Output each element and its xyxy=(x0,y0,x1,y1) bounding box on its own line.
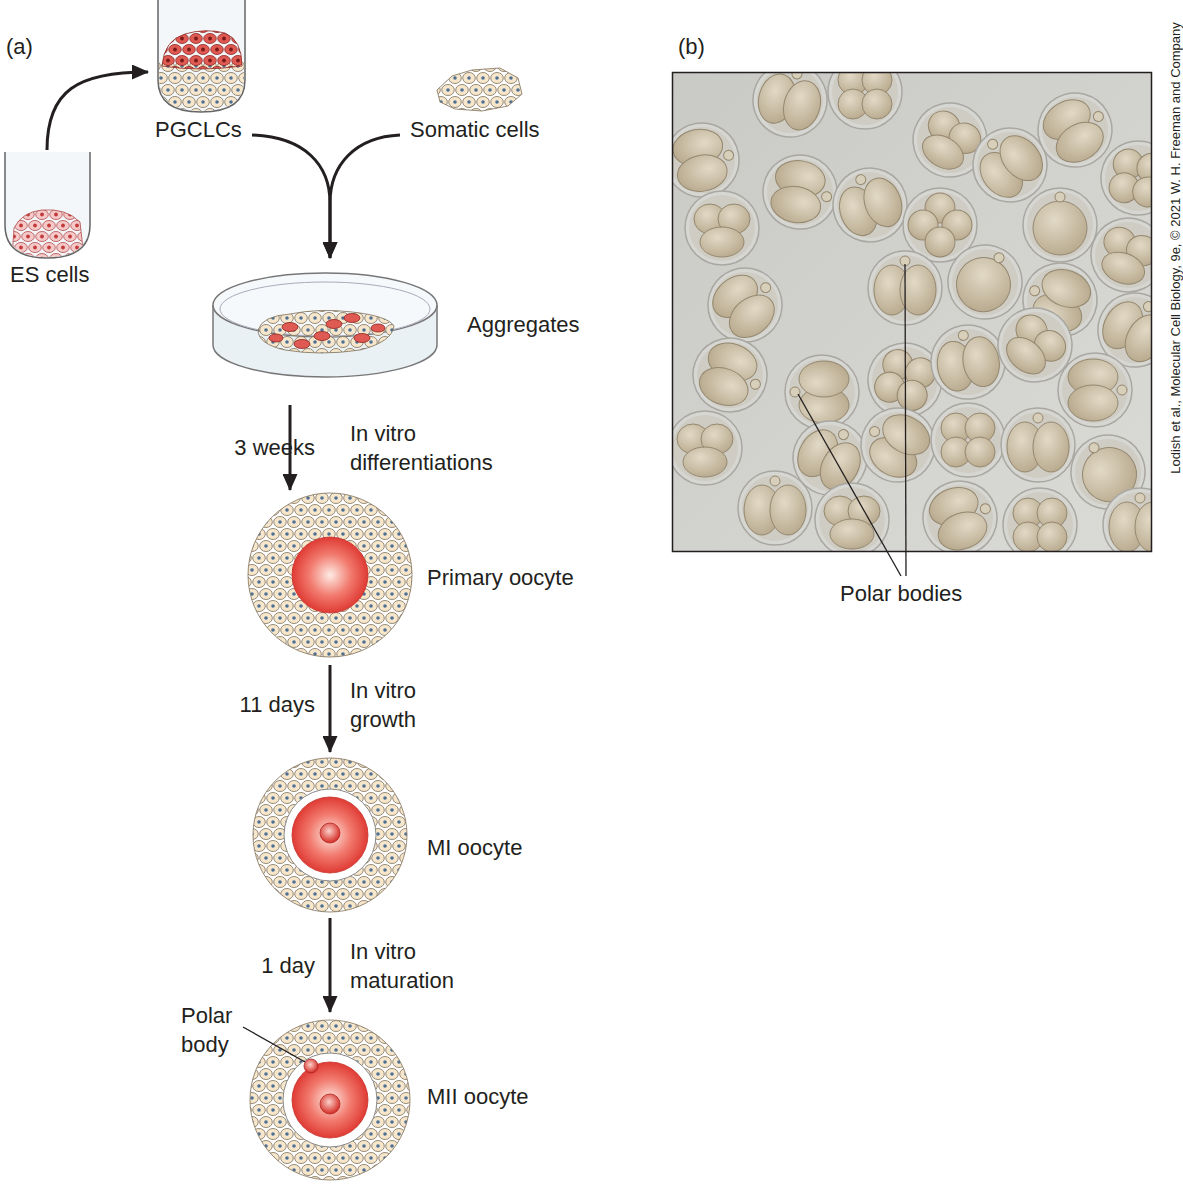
step-label: In vitro growth xyxy=(350,676,480,734)
test-tube xyxy=(158,0,245,112)
node-label: MI oocyte xyxy=(427,835,522,861)
aggregates-dish: Aggregates xyxy=(205,258,600,405)
flow-arrow xyxy=(329,918,332,1012)
node-label: Primary oocyte xyxy=(427,565,574,591)
mi-oocyte: MI oocyte xyxy=(245,752,545,918)
somatic-cells: Somatic cells xyxy=(400,62,565,147)
mii-oocyte-drawing xyxy=(243,1020,410,1180)
somatic-cell-cluster xyxy=(437,68,522,111)
panel-letter: (a) xyxy=(6,32,33,61)
node-label: Somatic cells xyxy=(410,117,540,143)
mi-oocyte-drawing xyxy=(253,758,407,912)
leader-line xyxy=(798,394,901,576)
test-tube xyxy=(5,152,90,258)
node-label: ES cells xyxy=(10,262,89,288)
credit-line: Lodish et al., Molecular Cell Biology, 9… xyxy=(1168,22,1183,474)
flow-arrow xyxy=(330,135,400,258)
duration-label: 1 day xyxy=(261,951,315,980)
flow-arrow xyxy=(329,665,332,752)
step-label: In vitro differentiations xyxy=(350,419,525,477)
micrograph xyxy=(659,55,1183,576)
callout-label: Polar body xyxy=(181,1001,253,1059)
es-cells-tube: ES cells xyxy=(0,150,100,292)
primary-oocyte-drawing xyxy=(248,493,412,657)
leader-line xyxy=(905,264,906,576)
primary-oocyte: Primary oocyte xyxy=(245,490,605,665)
node-label: PGCLCs xyxy=(155,117,242,143)
callout-label: Polar bodies xyxy=(840,579,962,608)
petri-dish xyxy=(213,273,437,377)
duration-label: 3 weeks xyxy=(234,433,315,462)
duration-label: 11 days xyxy=(240,690,315,719)
step-label: In vitro maturation xyxy=(350,937,480,995)
flow-arrow xyxy=(47,72,148,150)
leader-line xyxy=(243,1027,305,1062)
node-label: MII oocyte xyxy=(427,1084,528,1110)
node-label: Aggregates xyxy=(467,312,580,338)
pgclc-tube: PGCLCs xyxy=(148,0,252,147)
flow-arrow xyxy=(252,135,330,258)
panel-letter: (b) xyxy=(678,32,705,61)
mii-oocyte: MII oocyte xyxy=(245,1012,555,1183)
